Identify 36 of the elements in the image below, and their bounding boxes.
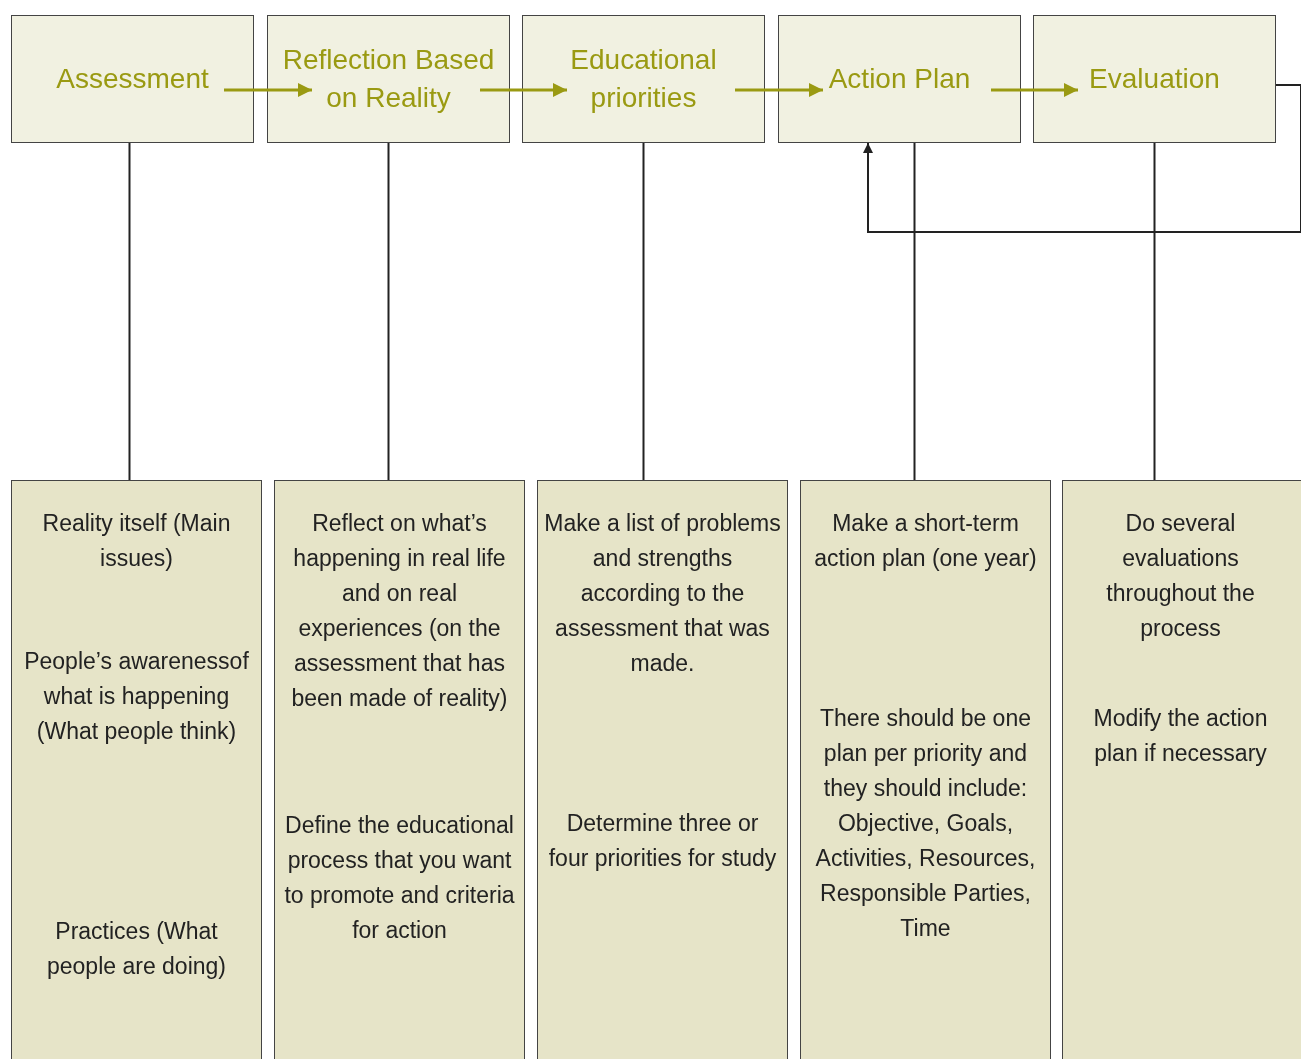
arrow xyxy=(224,83,312,97)
description-panel xyxy=(800,480,1051,1059)
description-text: Modify the action plan if necessary xyxy=(1092,704,1269,768)
stage-box xyxy=(11,15,254,143)
description-text: People’s awarenessof what is happening (What people think) xyxy=(23,647,250,746)
description-text: Reflect on what’s happening in real life and on real experiences (on the assessment that has been made of reality) xyxy=(290,509,509,713)
description-panel xyxy=(537,480,788,1059)
stage-box xyxy=(778,15,1021,143)
description-panel xyxy=(11,480,262,1059)
stage-box xyxy=(522,15,765,143)
connector-line xyxy=(1153,142,1156,481)
arrow xyxy=(991,83,1078,97)
description-text: Do several evaluations throughout the process xyxy=(1105,509,1256,643)
connector-line xyxy=(387,142,390,481)
description-text: Define the educational process that you want to promote and criteria for action xyxy=(283,811,516,945)
stage-title: Educational priorities xyxy=(569,43,718,115)
stage-box xyxy=(267,15,510,143)
connector-line xyxy=(128,142,131,481)
description-text: Make a list of problems and strengths according to the assessment that was made. xyxy=(544,509,781,678)
description-panel xyxy=(274,480,525,1059)
arrow xyxy=(735,83,823,97)
stage-title: Reflection Based on Reality xyxy=(281,43,496,115)
description-text: Practices (What people are doing) xyxy=(46,917,227,981)
description-text: Reality itself (Main issues) xyxy=(41,509,232,573)
arrow xyxy=(480,83,567,97)
description-panel xyxy=(1062,480,1301,1059)
connector-line xyxy=(642,142,645,481)
stage-title: Action Plan xyxy=(828,62,971,96)
stage-box xyxy=(1033,15,1276,143)
description-text: Determine three or four priorities for study xyxy=(547,809,778,873)
description-text: Make a short-term action plan (one year) xyxy=(813,509,1038,573)
arrow xyxy=(863,84,1301,233)
stage-title: Evaluation xyxy=(1089,62,1220,96)
description-text: There should be one plan per priority and they should include: Objective, Goals, Activities, Resources, Responsible Parties, Time xyxy=(814,704,1037,943)
connector-line xyxy=(913,142,916,481)
stage-title: Assessment xyxy=(56,62,209,96)
